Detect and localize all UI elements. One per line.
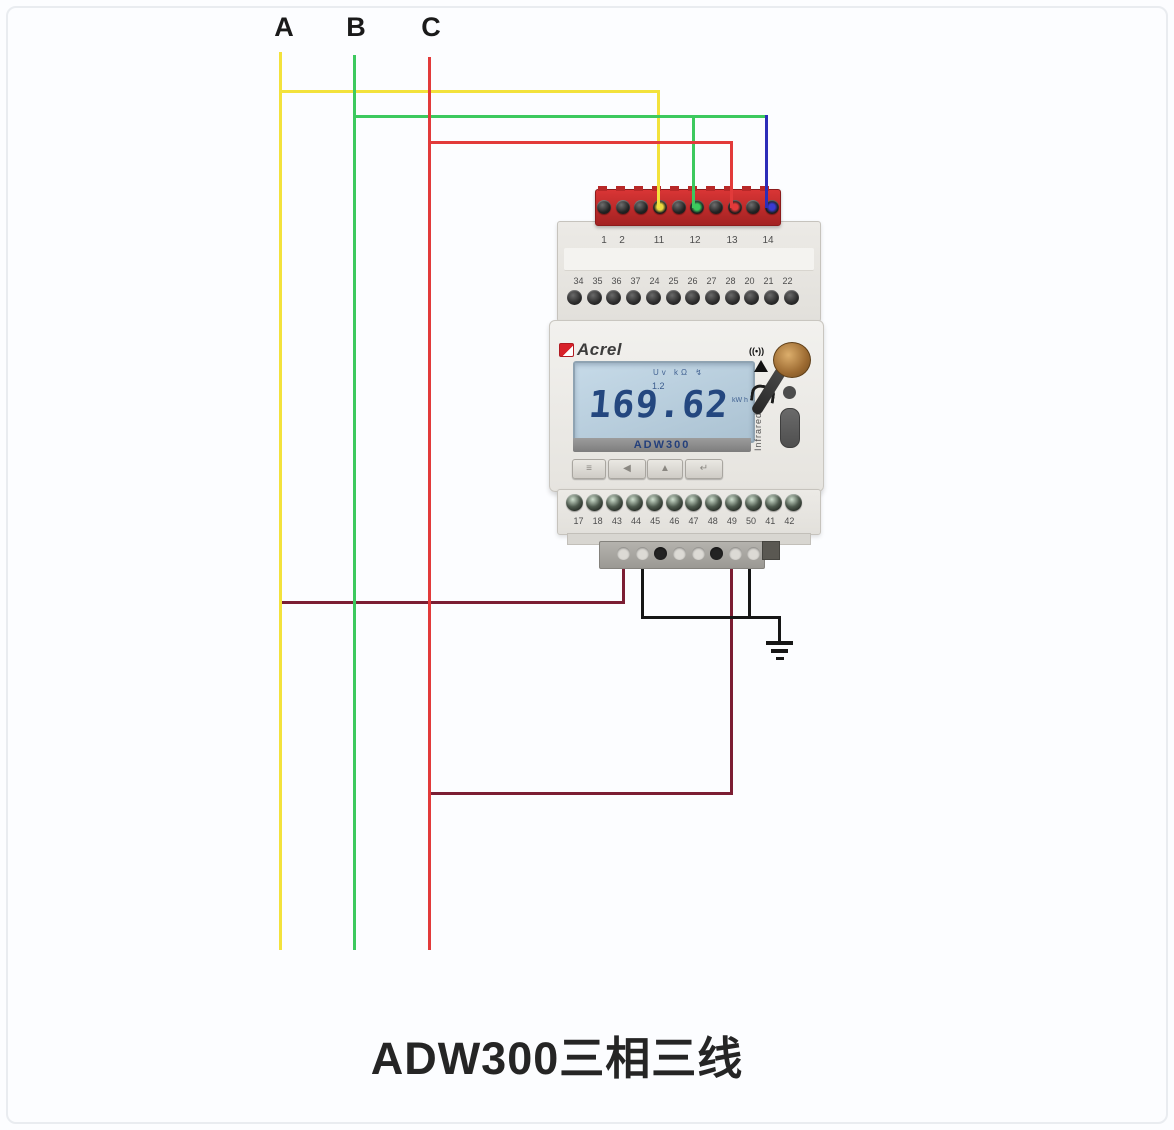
- terminal-label: 49: [726, 516, 737, 526]
- wire-phase-a-drop-terminal-11: [657, 90, 660, 208]
- meter-button[interactable]: ▲: [647, 459, 683, 479]
- voltage-terminal-screws: [597, 200, 779, 214]
- terminal-label: 11: [653, 235, 665, 246]
- ct-connector-block: [599, 541, 765, 569]
- terminal-label: 1: [601, 235, 607, 246]
- wire-phase-c-drop-terminal-13: [730, 141, 733, 208]
- wire-phase-a-vertical: [279, 52, 282, 950]
- phase-b-label: B: [346, 12, 366, 42]
- terminal-label: 14: [762, 235, 774, 246]
- meter-bottom-section: 17 18 43 44 45 46 47 48 49 50 41 42: [557, 489, 821, 535]
- terminal-label: 46: [669, 516, 680, 526]
- terminal-screw-un: [764, 200, 779, 214]
- meter-button[interactable]: ≡: [572, 459, 606, 479]
- current-terminal-screws: [566, 494, 802, 511]
- terminal-label: 45: [650, 516, 661, 526]
- terminal-label: 26: [687, 276, 698, 286]
- meter-button[interactable]: ◀: [608, 459, 646, 479]
- wire-ct-a-vertical: [622, 552, 625, 604]
- antenna-connector: [773, 342, 811, 378]
- wireless-icon: ((•)): [749, 346, 765, 356]
- meter-top-recess: [564, 248, 814, 271]
- phase-a-label: A: [274, 12, 294, 42]
- terminal-label: 2: [619, 235, 625, 246]
- brand-logo: Acrel: [559, 340, 622, 360]
- terminal-label: 34: [573, 276, 584, 286]
- meter-button[interactable]: ↵: [685, 459, 723, 479]
- brand-name: Acrel: [577, 340, 623, 359]
- io-terminal-screws: [567, 290, 799, 305]
- phase-c-label: C: [421, 12, 441, 42]
- wire-ground-2: [748, 552, 751, 619]
- wire-phase-b-horizontal: [353, 115, 768, 118]
- terminal-label: 28: [725, 276, 736, 286]
- signal-triangle-icon: [754, 360, 768, 372]
- terminal-label: 21: [763, 276, 774, 286]
- page-border: [6, 6, 1168, 1124]
- wire-phase-c-vertical: [428, 57, 431, 950]
- wire-ground-horizontal: [641, 616, 781, 619]
- wire-phase-c-horizontal: [428, 141, 733, 144]
- wire-phase-b-drop-terminal-12: [692, 115, 695, 208]
- terminal-label: 13: [726, 235, 738, 246]
- indicator-dot: [783, 386, 796, 399]
- terminal-label: 17: [573, 516, 584, 526]
- terminal-label: 47: [688, 516, 699, 526]
- current-terminal-labels: 17 18 43 44 45 46 47 48 49 50 41 42: [569, 516, 799, 526]
- wire-ct-a-horizontal: [281, 601, 625, 604]
- diagram-caption: ADW300三相三线: [370, 1033, 744, 1084]
- terminal-label: 44: [631, 516, 642, 526]
- lcd-display: Uv kΩ ↯ 1.2 169.62 kW h: [573, 361, 755, 443]
- terminal-label: 27: [706, 276, 717, 286]
- wire-ground-1: [641, 552, 644, 619]
- terminal-label: 25: [668, 276, 679, 286]
- connector-end-cap: [762, 541, 780, 560]
- terminal-label: 48: [707, 516, 718, 526]
- lcd-indicators: Uv kΩ ↯: [653, 368, 705, 377]
- terminal-label: 41: [765, 516, 776, 526]
- infrared-button[interactable]: [780, 408, 800, 448]
- voltage-terminal-block: [595, 186, 781, 226]
- terminal-label: 12: [689, 235, 701, 246]
- wire-neutral-drop-terminal-14: [765, 115, 768, 208]
- terminal-label: 22: [782, 276, 793, 286]
- io-terminal-labels: 34 35 36 37 24 25 26 27 28 20 21 22: [569, 276, 797, 286]
- lcd-unit: kW h: [732, 397, 748, 404]
- terminal-label: 20: [744, 276, 755, 286]
- wire-ct-c-horizontal: [428, 792, 733, 795]
- button-row: ≡◀▲↵: [572, 459, 723, 479]
- terminal-label: 37: [630, 276, 641, 286]
- lcd-energy-value: 169.62: [587, 383, 731, 426]
- terminal-label: 36: [611, 276, 622, 286]
- wire-phase-b-vertical: [353, 55, 356, 950]
- terminal-label: 50: [746, 516, 757, 526]
- terminal-label: 42: [784, 516, 795, 526]
- wire-ct-c-vertical: [730, 552, 733, 795]
- terminal-label: 24: [649, 276, 660, 286]
- model-label: ADW300: [573, 438, 751, 452]
- wire-phase-a-horizontal: [279, 90, 660, 93]
- terminal-label: 35: [592, 276, 603, 286]
- wire-ground-drop: [778, 616, 781, 643]
- terminal-label: 18: [592, 516, 603, 526]
- terminal-label: 43: [611, 516, 622, 526]
- acrel-logo-icon: [559, 343, 574, 357]
- lcd-secondary-value: 1.2: [652, 381, 665, 391]
